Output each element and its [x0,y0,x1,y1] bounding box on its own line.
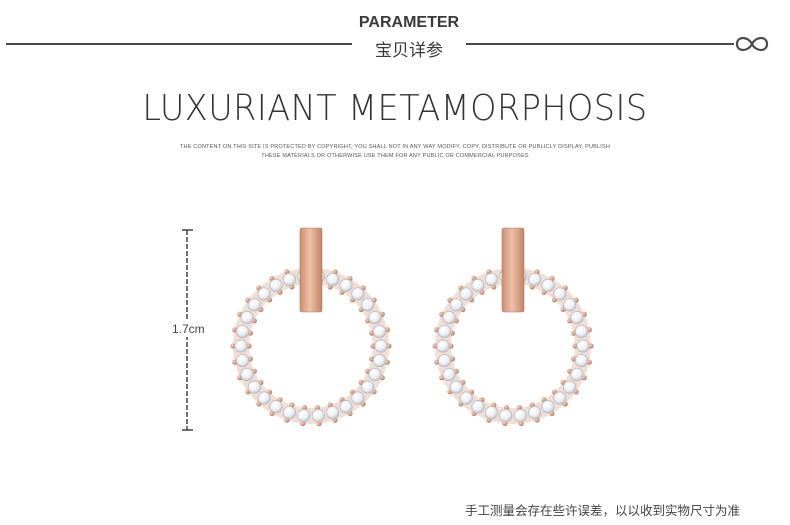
earring-right [432,227,594,427]
infinity-icon [735,36,769,52]
copyright-line-1: THE CONTENT ON THIS SITE IS PROTECTED BY… [179,144,611,150]
headline: LUXURIANT METAMORPHOSIS [142,88,648,129]
footer-note: 手工测量会存在些许误差，以以收到实物尺寸为准 [464,503,740,518]
section-title: PARAMETER [358,14,460,31]
header-line-right [466,43,734,45]
earring-left [230,227,392,427]
section-subtitle: 宝贝详参 [375,41,443,61]
size-label: 1.7cm [172,321,216,337]
copyright-notice: THE CONTENT ON THIS SITE IS PROTECTED BY… [130,143,660,161]
header-line-left [6,43,352,45]
copyright-line-2: THESE MATERIALS OR OTHERWISE USE THEM FO… [261,153,529,159]
earrings-image [230,227,594,427]
